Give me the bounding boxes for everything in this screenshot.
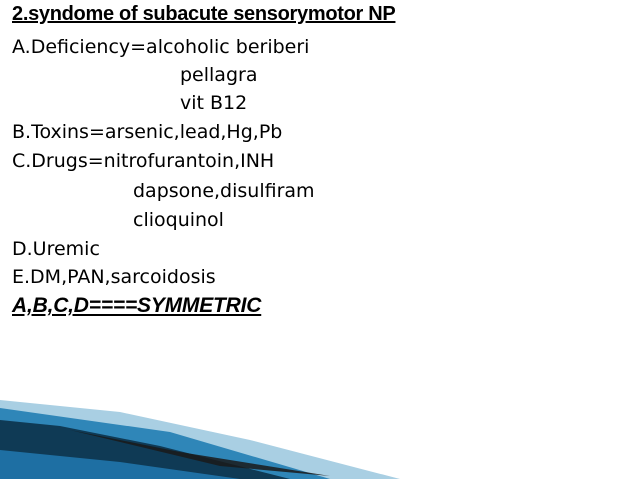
vit-b12-line: vit B12 (180, 92, 248, 114)
drugs-line: C.Drugs=nitrofurantoin,INH (12, 150, 275, 172)
toxins-line: B.Toxins=arsenic,lead,Hg,Pb (12, 121, 283, 143)
dm-pan-line: E.DM,PAN,sarcoidosis (12, 266, 216, 288)
dapsone-line: dapsone,disulfiram (133, 180, 315, 202)
swoosh-bottom-fill (0, 450, 240, 479)
clioquinol-line: clioquinol (133, 209, 224, 231)
symmetric-summary: A,B,C,D====SYMMETRIC (12, 294, 262, 317)
pellagra-line: pellagra (180, 64, 258, 86)
uremic-line: D.Uremic (12, 238, 100, 260)
slide-title: 2.syndome of subacute sensorymotor NP (12, 3, 396, 25)
deficiency-line: A.Deficiency=alcoholic beriberi (12, 36, 310, 58)
